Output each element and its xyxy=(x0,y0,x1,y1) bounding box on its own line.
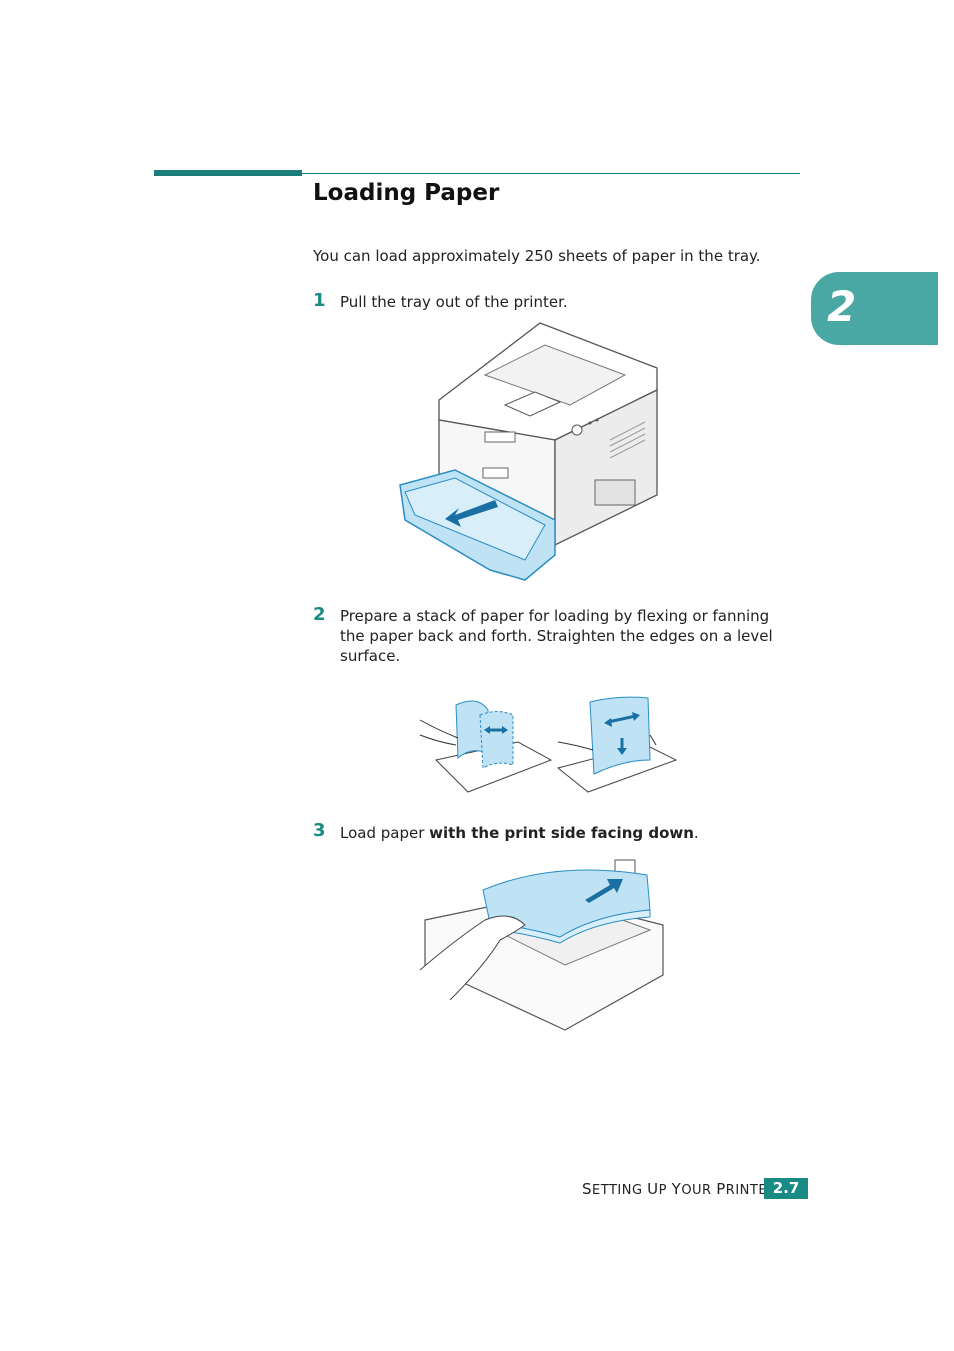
footer-initial-p: P xyxy=(716,1180,726,1198)
step-2-line-1: Prepare a stack of paper for loading by … xyxy=(340,607,770,625)
printer-illustration xyxy=(399,322,658,581)
chapter-number: 2 xyxy=(827,282,857,331)
step-3-number: 3 xyxy=(313,820,326,841)
step-2-number: 2 xyxy=(313,604,326,625)
chapter-tab: 2 xyxy=(811,272,938,345)
step-2-line-2: the paper back and forth. Straighten the… xyxy=(340,627,773,645)
step-3-text-end: . xyxy=(693,824,699,842)
page-title: Loading Paper xyxy=(313,180,500,206)
footer-part-1: ETTING xyxy=(592,1183,648,1198)
step-3-text: Load paper with the print side facing do… xyxy=(340,823,699,843)
footer-initial-y: Y xyxy=(671,1180,682,1198)
footer-section-title: SETTING UP YOUR PRINTER xyxy=(582,1180,777,1198)
header-rule-thick xyxy=(154,170,302,176)
step-2-line-3: surface. xyxy=(340,647,401,665)
intro-text: You can load approximately 250 sheets of… xyxy=(313,247,761,265)
footer-part-2: P xyxy=(658,1183,672,1198)
footer-initial-s: S xyxy=(582,1180,593,1198)
footer-initial-u: U xyxy=(647,1180,659,1198)
paper-fanning-illustration xyxy=(419,696,678,793)
footer-part-3: OUR xyxy=(681,1183,717,1198)
paper-loading-illustration xyxy=(419,859,664,1031)
page-number-badge: 2.7 xyxy=(764,1178,808,1199)
step-1-text: Pull the tray out of the printer. xyxy=(340,293,568,311)
step-3-text-bold: with the print side facing down xyxy=(429,824,694,842)
step-1-number: 1 xyxy=(313,290,326,311)
footer-part-4: RINTER xyxy=(725,1183,777,1198)
step-3-text-plain: Load paper xyxy=(340,824,430,842)
header-rule-thin xyxy=(302,173,800,174)
